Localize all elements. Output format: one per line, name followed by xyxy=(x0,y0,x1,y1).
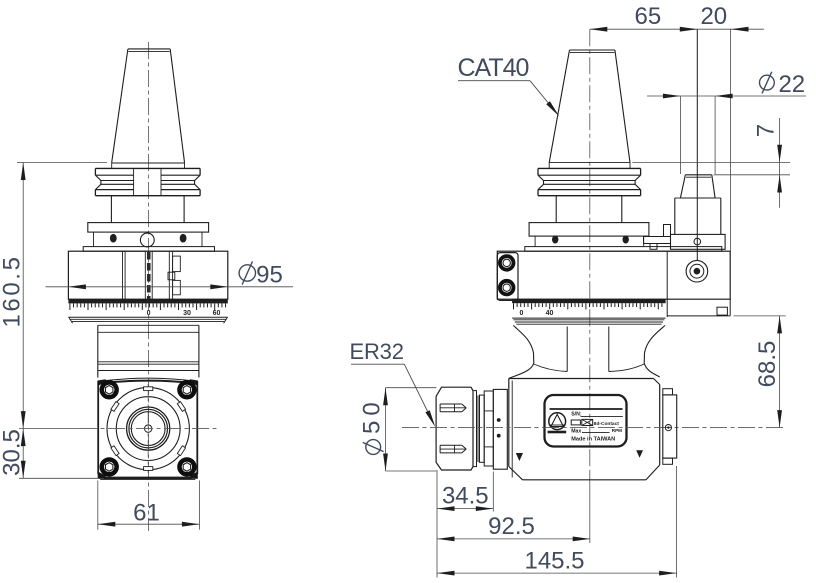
svg-text:50: 50 xyxy=(359,397,386,434)
svg-text:7: 7 xyxy=(753,124,780,137)
svg-text:Max: Max xyxy=(571,428,581,434)
svg-text:8d-Contact: 8d-Contact xyxy=(594,421,619,427)
svg-text:RPM: RPM xyxy=(612,428,622,433)
svg-text:61: 61 xyxy=(133,500,160,527)
svg-text:40: 40 xyxy=(546,310,554,317)
svg-text:68.5: 68.5 xyxy=(754,341,781,388)
svg-text:30: 30 xyxy=(183,310,191,317)
svg-text:0: 0 xyxy=(520,310,524,317)
svg-text:95: 95 xyxy=(256,261,283,288)
svg-text:CAT40: CAT40 xyxy=(458,54,529,82)
svg-text:0: 0 xyxy=(147,310,151,317)
svg-text:60: 60 xyxy=(213,310,221,317)
svg-text:22: 22 xyxy=(778,71,805,98)
svg-text:65: 65 xyxy=(635,3,662,30)
svg-text:Made in TAIWAN: Made in TAIWAN xyxy=(571,436,615,442)
svg-text:30.5: 30.5 xyxy=(0,429,26,476)
svg-text:92.5: 92.5 xyxy=(488,513,535,540)
svg-text:S/N:: S/N: xyxy=(571,412,582,418)
svg-text:34.5: 34.5 xyxy=(442,483,489,510)
svg-text:160.5: 160.5 xyxy=(0,254,26,327)
svg-text:20: 20 xyxy=(700,3,727,30)
svg-text:ER32: ER32 xyxy=(350,339,404,364)
svg-text:145.5: 145.5 xyxy=(524,547,584,574)
